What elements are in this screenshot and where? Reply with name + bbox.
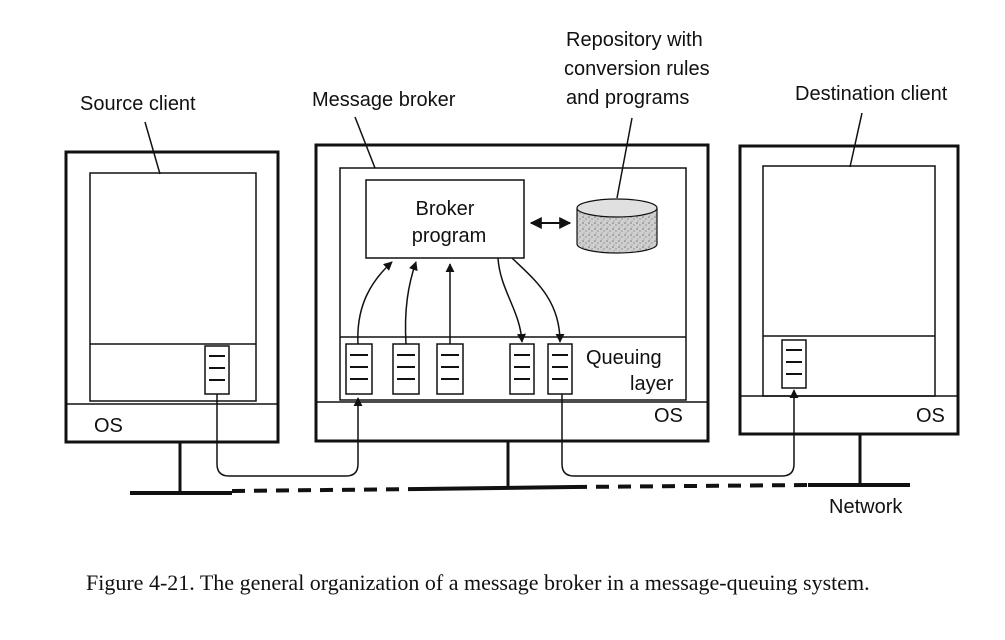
source-client-computer: OS Source client xyxy=(64,93,280,492)
queue2-to-program-arrow xyxy=(404,261,418,345)
source-client-screen xyxy=(89,172,257,402)
network-line-dashed-2 xyxy=(573,483,809,489)
queue1-to-program-arrow xyxy=(357,261,393,345)
broker-queue-2 xyxy=(392,343,420,395)
destination-client-os-label: OS xyxy=(916,405,945,427)
message-broker-casing xyxy=(314,143,710,443)
destination-client-label: Destination client xyxy=(795,83,948,105)
program-to-queue4-arrow xyxy=(497,257,526,343)
broker-queue-1 xyxy=(345,343,373,395)
queuing-layer-label-line1: Queuing xyxy=(586,347,662,369)
message-broker-os-label: OS xyxy=(654,405,683,427)
source-to-broker-message-path xyxy=(216,394,363,477)
broker-program-label-line2: program xyxy=(412,225,486,247)
repository-label-line2: conversion rules xyxy=(564,58,710,80)
figure-caption: Figure 4-21. The general organization of… xyxy=(86,570,870,595)
destination-client-leader xyxy=(849,112,863,168)
message-broker-label: Message broker xyxy=(312,89,456,111)
source-client-queue xyxy=(204,345,230,395)
broker-queue-5 xyxy=(547,343,573,395)
destination-client-queue xyxy=(781,339,807,389)
program-to-queue5-arrow xyxy=(511,257,565,343)
broker-queue-4 xyxy=(509,343,535,395)
message-broker-computer: Broker program xyxy=(312,29,710,488)
source-client-os-label: OS xyxy=(94,415,123,437)
broker-program-label-line1: Broker xyxy=(416,198,475,220)
network-label: Network xyxy=(829,496,903,518)
broker-program-box xyxy=(365,179,525,259)
network-line-middle xyxy=(419,485,575,491)
source-client-label: Source client xyxy=(80,93,196,115)
destination-client-computer: OS Destination client xyxy=(738,83,960,486)
repository-label-line3: and programs xyxy=(566,87,689,109)
source-client-leader xyxy=(144,121,161,175)
message-broker-leader xyxy=(354,116,376,169)
source-client-casing xyxy=(64,150,280,444)
message-broker-diagram: OS Source client Broker program xyxy=(64,29,960,518)
message-broker-screen xyxy=(339,167,687,401)
broker-to-destination-message-path xyxy=(561,389,799,477)
repository-leader xyxy=(616,117,633,199)
network: Network xyxy=(130,483,910,518)
broker-queue-3 xyxy=(436,343,464,395)
repository-label-line1: Repository with xyxy=(566,29,703,51)
queuing-layer-label-line2: layer xyxy=(630,373,674,395)
repository-database-icon xyxy=(576,198,658,254)
network-line-dashed-1 xyxy=(231,487,421,493)
destination-client-casing xyxy=(738,144,960,436)
